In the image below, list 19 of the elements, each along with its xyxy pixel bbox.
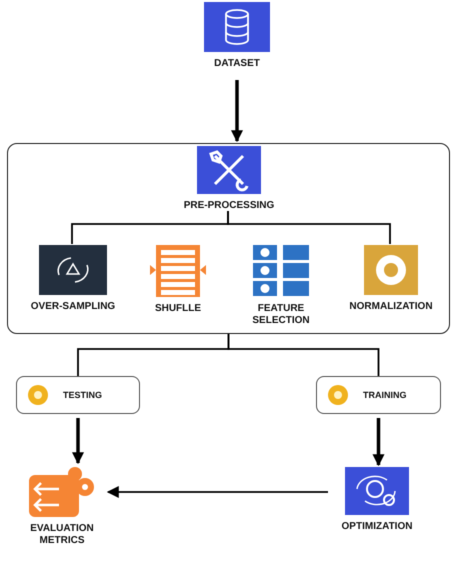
connector-line (227, 211, 391, 244)
arrow (72, 418, 84, 464)
step-label: NORMALIZATION (349, 301, 433, 313)
arrow (106, 486, 328, 498)
group-box (7, 143, 450, 334)
step-label: PRE-PROCESSING (184, 200, 274, 212)
connector-line (228, 334, 380, 376)
process-box (316, 376, 441, 414)
arrow (372, 418, 384, 466)
arrow (231, 80, 243, 142)
step-label: EVALUATION METRICS (29, 523, 95, 547)
step-label: FEATURE SELECTION (251, 303, 311, 327)
step-label: OVER-SAMPLING (30, 301, 116, 313)
step-label: SHUFLLE (154, 303, 202, 315)
step-label: TRAINING (363, 389, 406, 401)
process-box (16, 376, 140, 414)
step-label: TESTING (63, 389, 102, 401)
step-label: OPTIMIZATION (342, 521, 412, 533)
step-label: DATASET (214, 58, 260, 70)
